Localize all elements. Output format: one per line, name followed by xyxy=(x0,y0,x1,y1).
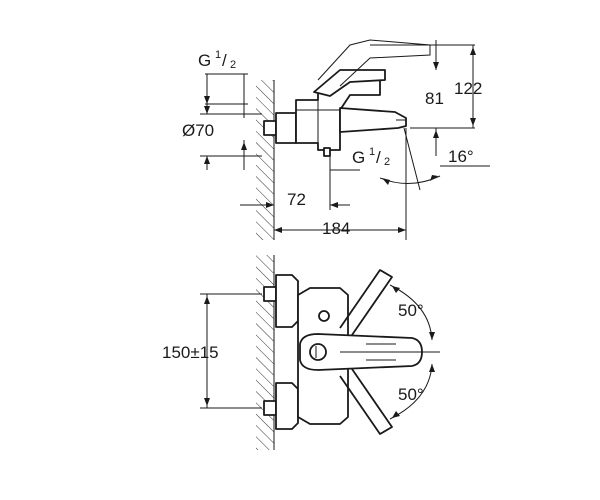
centres-label: 150±15 xyxy=(162,343,219,362)
outlet-thread-num: 1 xyxy=(369,146,375,158)
inlet-thread-slash: / xyxy=(222,51,227,70)
dim-spout-angle xyxy=(379,127,490,191)
inlet-thread-num: 1 xyxy=(215,49,221,61)
dim-depth xyxy=(240,128,407,240)
wall-front xyxy=(256,255,275,450)
diameter-label: Ø70 xyxy=(182,121,214,140)
inlet-connector-lower xyxy=(263,382,299,430)
inlet-thread-label: G 1 / 2 xyxy=(198,49,236,71)
side-view xyxy=(200,39,490,240)
mixer-body-front xyxy=(297,287,423,425)
depth-inlet-label: 72 xyxy=(287,190,306,209)
dim-inlet-thread xyxy=(204,73,248,118)
height-total-label: 122 xyxy=(454,79,482,98)
outlet-thread-den: 2 xyxy=(384,156,390,168)
outlet-thread-label: G 1 / 2 xyxy=(352,146,390,168)
height-lever-label: 81 xyxy=(425,89,444,108)
front-view xyxy=(200,255,440,450)
inlet-thread-den: 2 xyxy=(230,59,236,71)
dim-diameter xyxy=(200,104,262,170)
outlet-thread-letter: G xyxy=(352,148,365,167)
dim-height xyxy=(370,40,476,156)
inlet-connector-upper xyxy=(263,274,299,328)
spout-angle-label: 16° xyxy=(448,147,474,166)
dim-centres xyxy=(200,293,262,409)
lever-angle-down-label: 50° xyxy=(398,385,424,404)
depth-total-label: 184 xyxy=(322,219,350,238)
outlet-thread-slash: / xyxy=(376,148,381,167)
inlet-thread-letter: G xyxy=(198,51,211,70)
wall-side xyxy=(256,80,275,240)
mixer-body-side xyxy=(295,69,407,157)
lever-angle-up-label: 50° xyxy=(398,301,424,320)
lever-rotated-positions xyxy=(339,269,393,435)
dim-lever-angles xyxy=(340,284,440,420)
